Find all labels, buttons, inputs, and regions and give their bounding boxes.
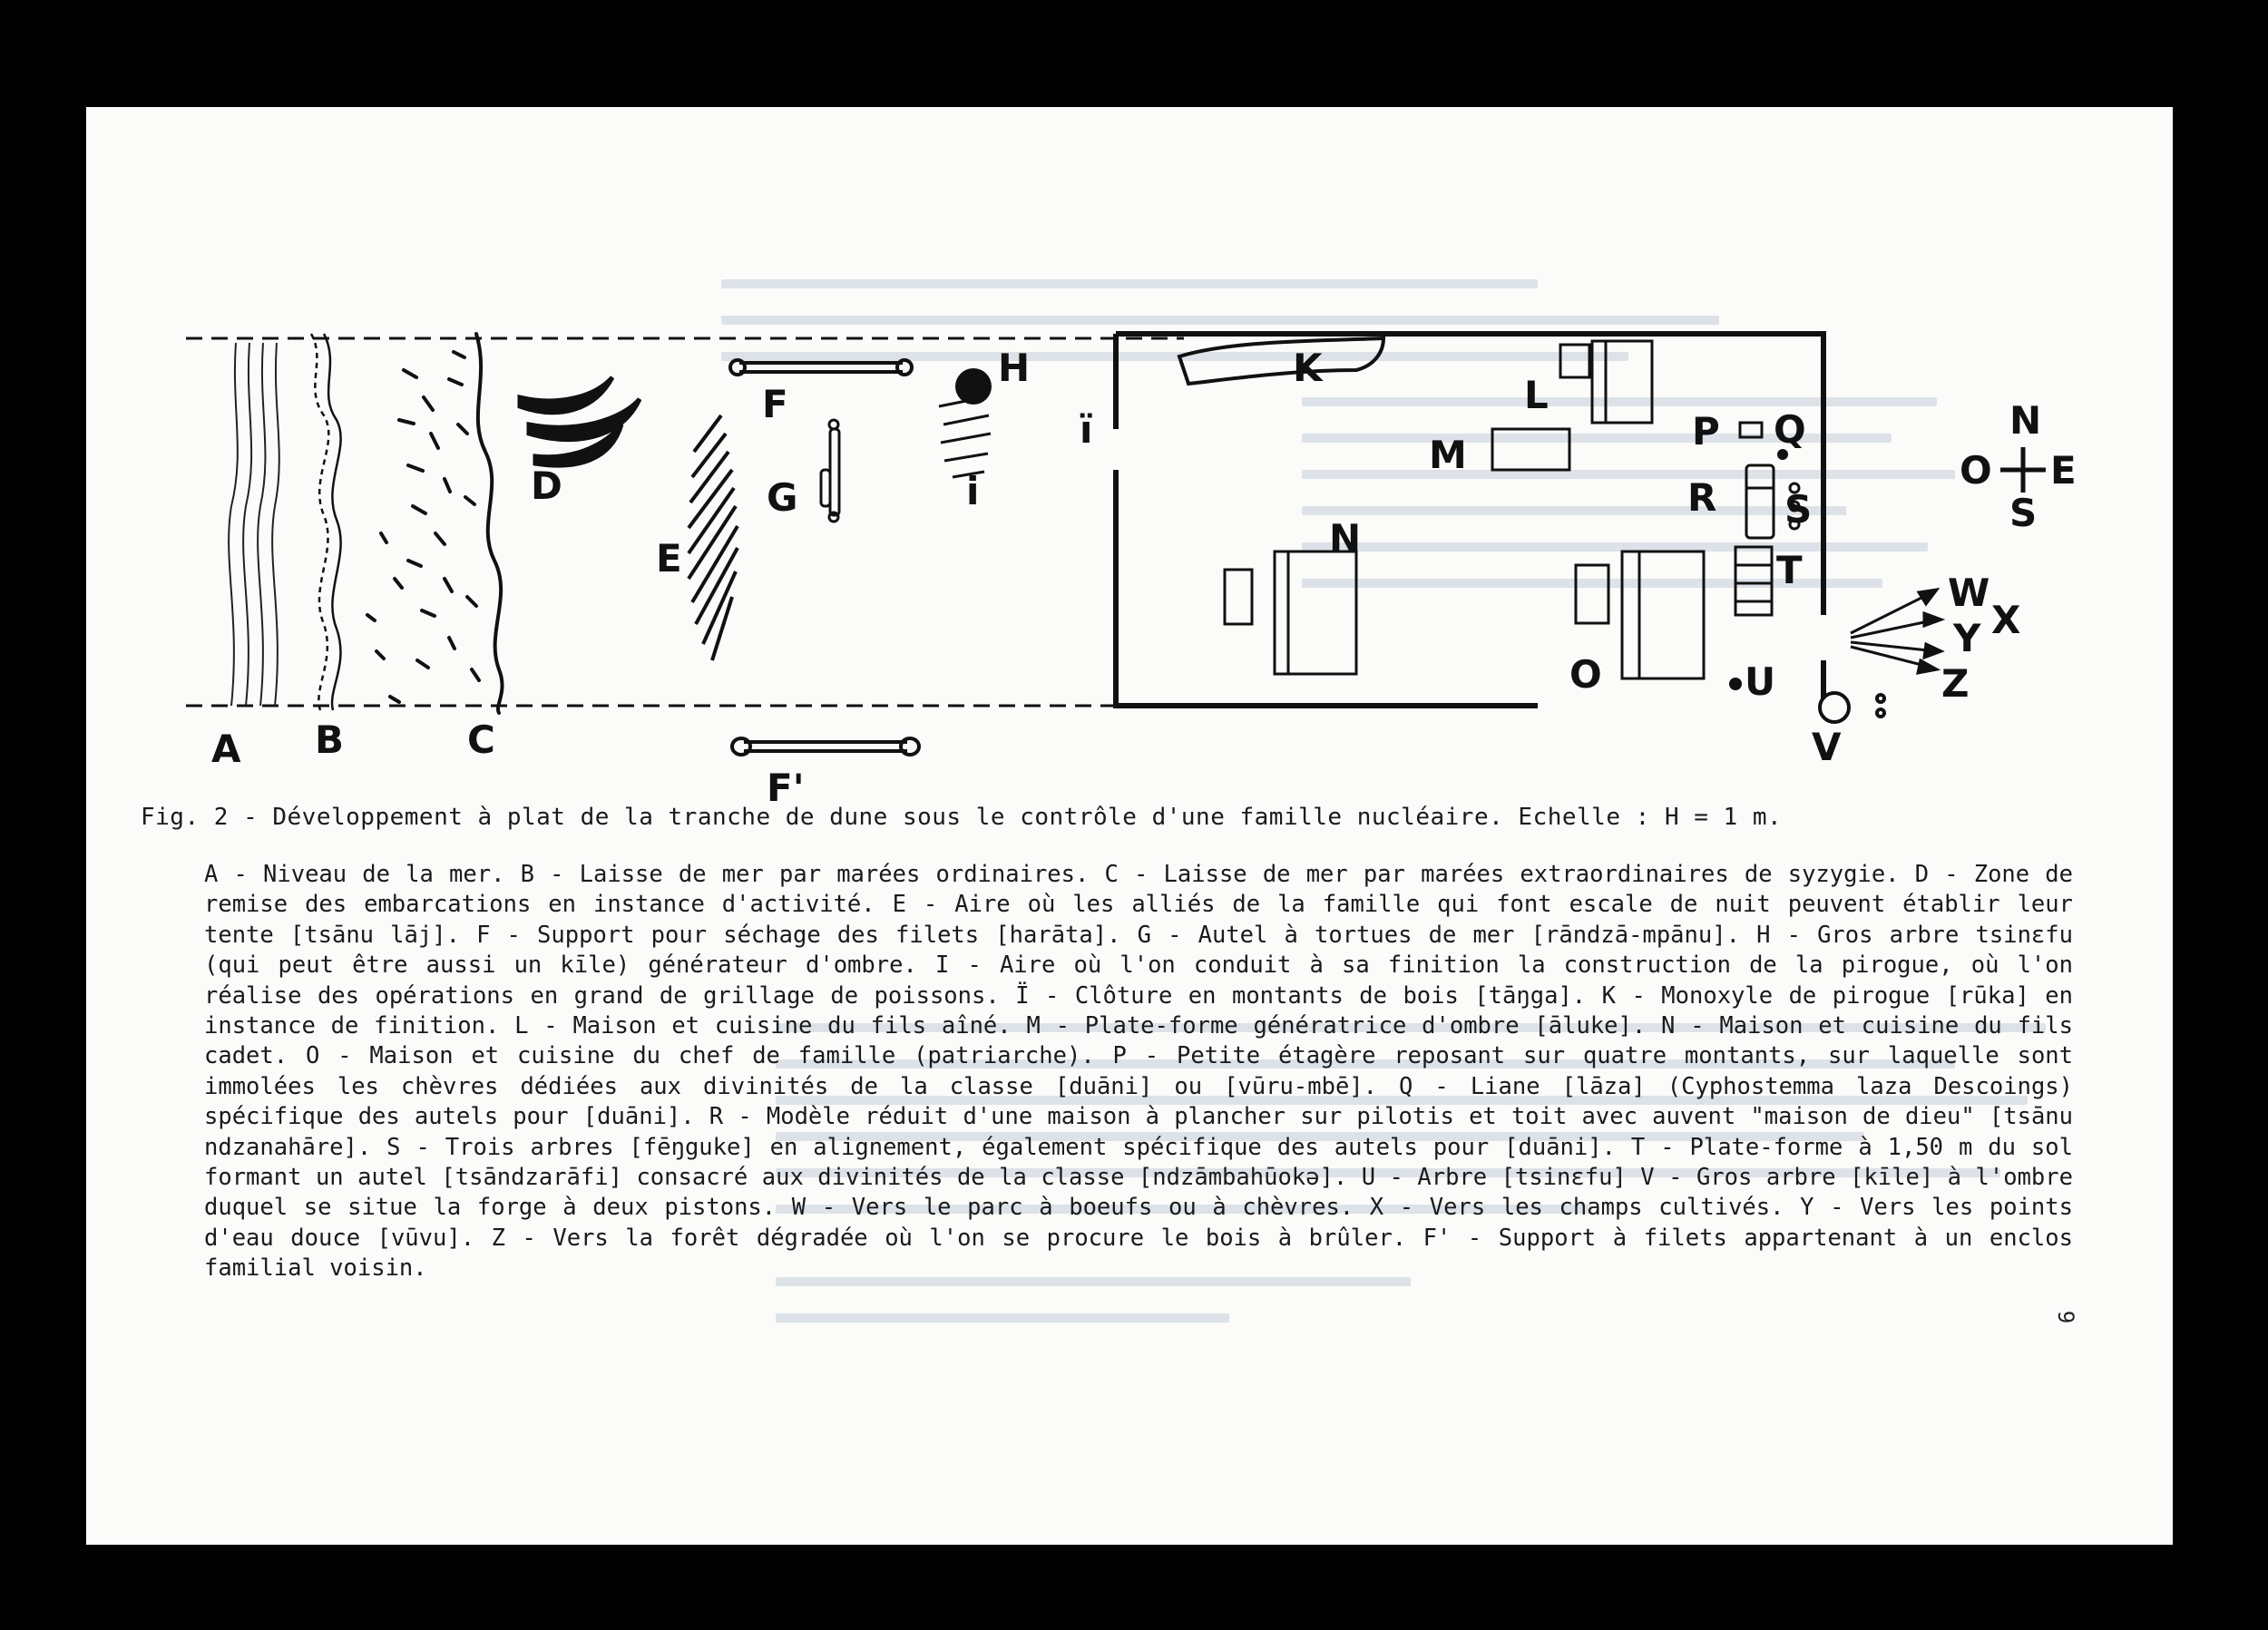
direction-arrows — [1850, 587, 1946, 675]
label-k: K — [1293, 346, 1324, 390]
figure-svg: A B C D E F F' G H i ï K L M N O P Q R S… — [186, 331, 2077, 810]
monoxyle-pirogue — [1177, 336, 1386, 386]
bleed-through-texture — [667, 243, 2118, 1377]
enclosure — [1113, 331, 1826, 708]
compass-cross — [2000, 447, 2046, 493]
house-o — [1574, 550, 1706, 680]
label-x: X — [1991, 598, 2020, 642]
sea-level-lines — [228, 342, 280, 707]
figure-caption: Fig. 2 - Développement à plat de la tran… — [141, 804, 1783, 831]
net-support-f-prime — [730, 737, 921, 756]
label-g: G — [767, 475, 797, 520]
tent-area-hatch — [687, 414, 739, 661]
compass-north: N — [2009, 398, 2041, 443]
shelf-p — [1738, 421, 1764, 439]
pirogue-area — [938, 397, 992, 479]
label-a: A — [211, 727, 241, 771]
label-e: E — [656, 536, 682, 581]
net-support-f — [728, 358, 914, 376]
platform-m — [1491, 427, 1571, 472]
compass-south: S — [2009, 491, 2037, 535]
label-z: Z — [1941, 661, 1969, 706]
label-u: U — [1745, 659, 1775, 704]
model-house-r — [1745, 464, 1775, 540]
ordinary-tide-line — [309, 333, 342, 711]
tree-u — [1729, 678, 1742, 690]
label-r: R — [1687, 475, 1716, 520]
label-f-prime: F' — [767, 766, 805, 810]
label-s: S — [1784, 487, 1812, 532]
label-h: H — [998, 346, 1030, 390]
label-q: Q — [1774, 407, 1806, 452]
label-p: P — [1692, 409, 1720, 454]
tree-h — [955, 368, 992, 405]
label-c: C — [467, 717, 495, 762]
turtle-altar — [819, 418, 841, 523]
three-trees-s — [1788, 482, 1801, 531]
label-f: F — [762, 382, 788, 426]
label-t: T — [1776, 548, 1803, 592]
figure-diagram: A B C D E F F' G H i ï K L M N O P Q R S… — [86, 107, 2173, 815]
label-w: W — [1948, 571, 1989, 615]
platform-altar-t — [1734, 545, 1774, 617]
label-b: B — [315, 717, 344, 762]
spring-tide-line — [366, 332, 504, 715]
label-l: L — [1524, 373, 1549, 417]
label-y: Y — [1952, 616, 1981, 660]
page-number: 9 — [2053, 1310, 2079, 1324]
label-o: O — [1569, 652, 1602, 697]
label-v: V — [1812, 725, 1842, 769]
tree-v — [1818, 691, 1886, 724]
boats-drawing — [517, 376, 642, 468]
compass-east: E — [2050, 448, 2077, 493]
label-n: N — [1329, 516, 1361, 561]
document-page: A B C D E F F' G H i ï K L M N O P Q R S… — [86, 107, 2173, 1545]
house-n — [1223, 550, 1358, 676]
figure-legend: A - Niveau de la mer. B - Laisse de mer … — [204, 861, 2073, 1283]
liane-q — [1777, 449, 1788, 460]
compass-west: O — [1960, 448, 1992, 493]
house-l — [1559, 339, 1654, 425]
label-i: i — [966, 469, 979, 513]
label-d: D — [531, 464, 562, 508]
label-m: M — [1429, 433, 1467, 477]
label-i-uml: ï — [1080, 407, 1092, 452]
